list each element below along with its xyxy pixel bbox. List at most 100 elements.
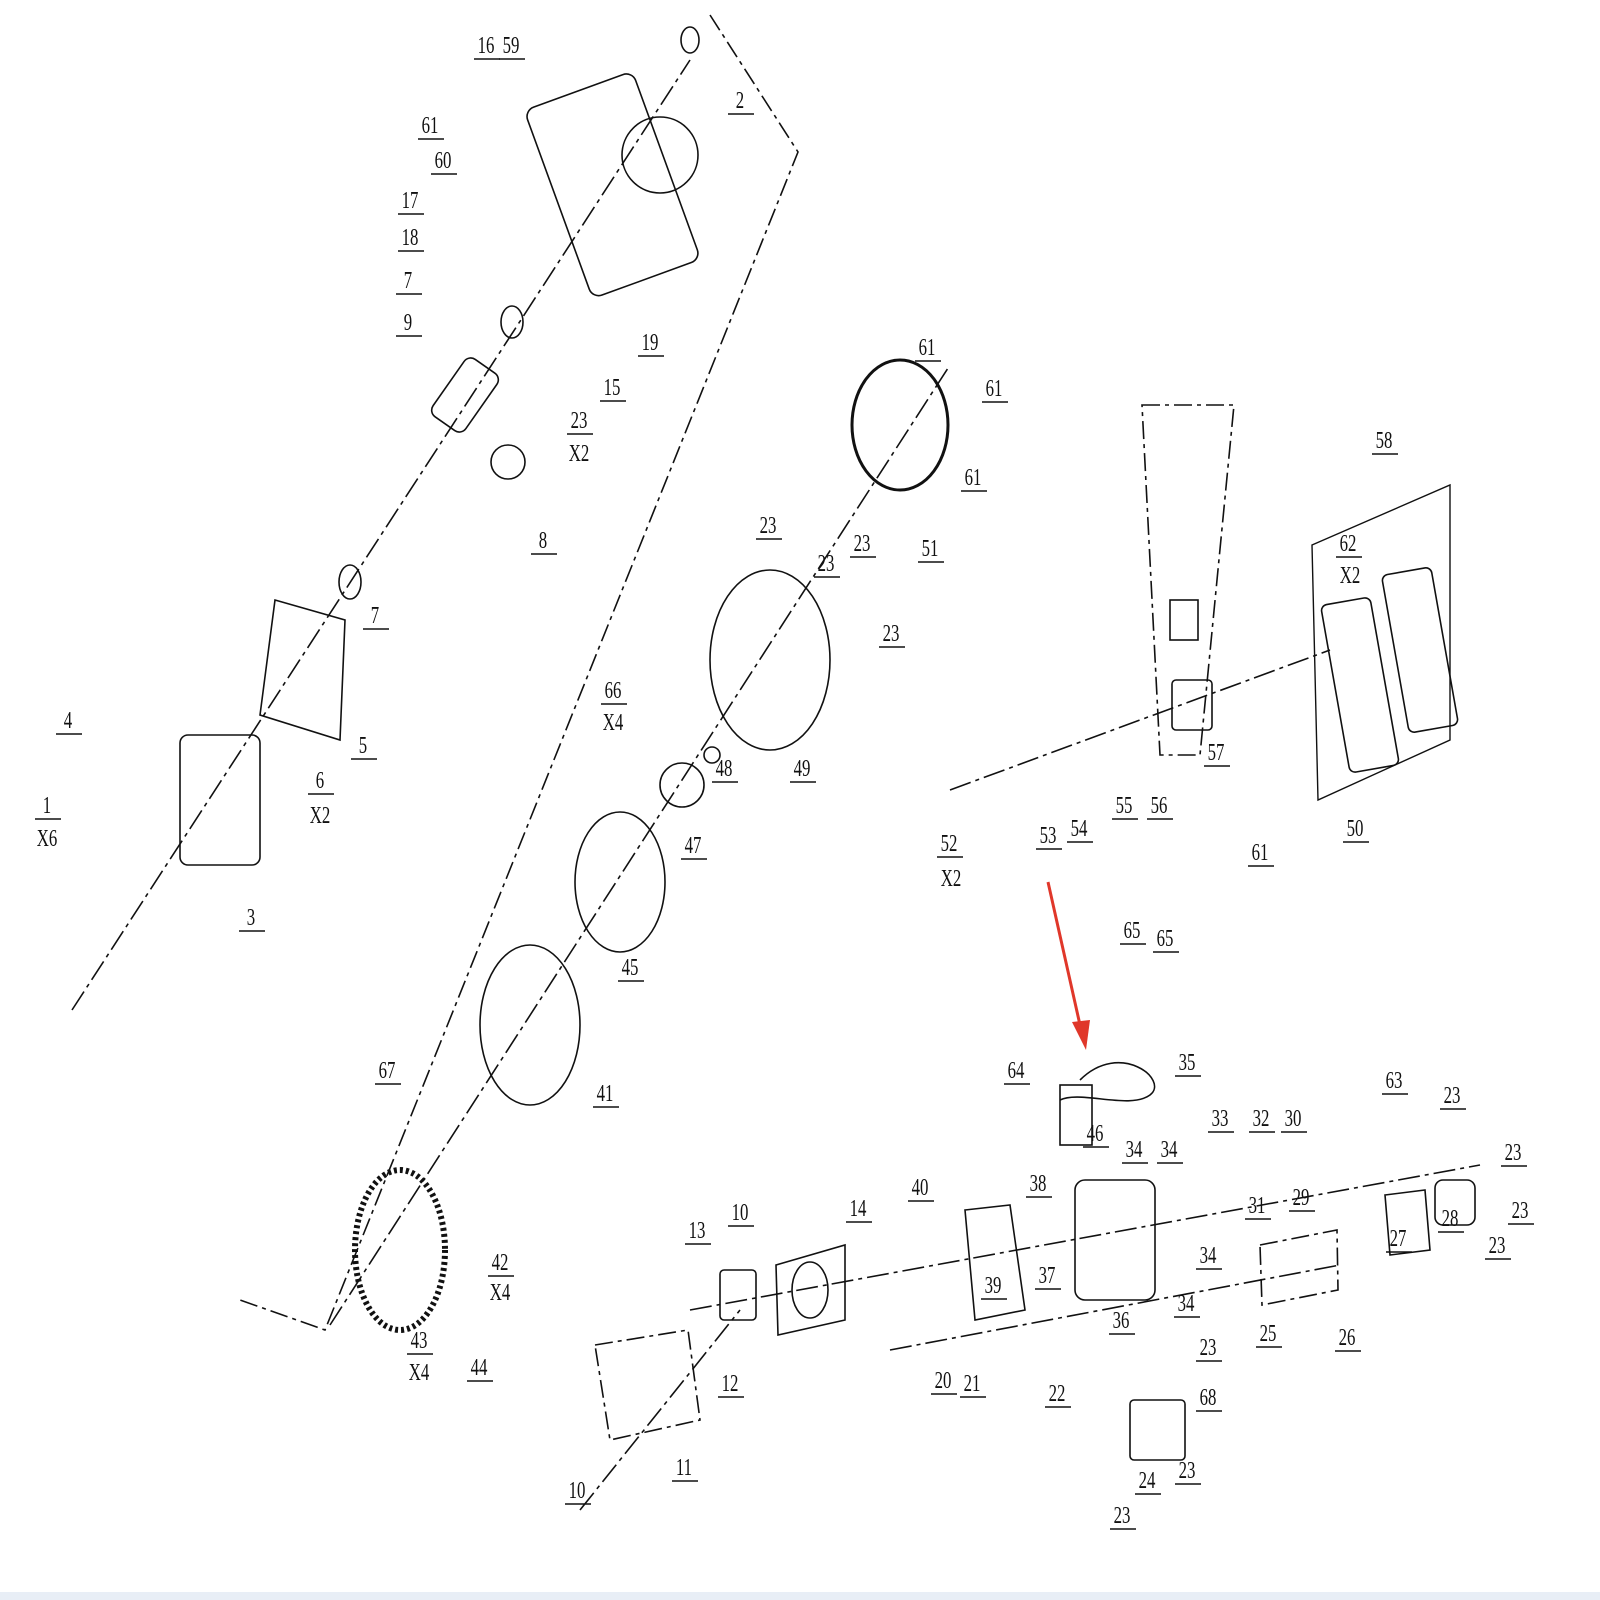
highlight-arrow	[1046, 881, 1090, 1050]
part-number-label: 65	[1124, 918, 1141, 943]
part-number-label: X2	[569, 441, 590, 466]
part-callout: 54	[1067, 816, 1093, 843]
part-number-label: X2	[1340, 563, 1361, 588]
gasket-5	[259, 598, 346, 742]
part-number-label: 44	[471, 1355, 488, 1380]
part-callout: 59	[499, 33, 525, 60]
part-callout: 9	[396, 310, 422, 337]
part-callout: 61	[961, 465, 987, 492]
part-number-label: 40	[912, 1175, 929, 1200]
cylinder-head	[1074, 1179, 1156, 1301]
part-number-label: 34	[1178, 1291, 1195, 1316]
part-number-label: 53	[1040, 823, 1057, 848]
part-number-label: 61	[1252, 840, 1269, 865]
crankshaft	[430, 357, 500, 433]
part-number-label: 11	[676, 1455, 692, 1480]
valve-box	[1259, 1229, 1339, 1306]
part-number-label: 58	[1376, 428, 1393, 453]
piston-ring-box	[775, 1243, 846, 1336]
part-callout: 35	[1175, 1050, 1201, 1077]
part-number-label: 66	[605, 678, 622, 703]
part-callout: 34	[1174, 1291, 1200, 1318]
stator	[352, 1167, 448, 1333]
part-number-label: 15	[604, 375, 621, 400]
engine-group-boundary	[239, 14, 799, 1332]
part-callout: 15	[600, 375, 626, 402]
part-callout: 44	[467, 1355, 493, 1382]
part-callout: 38	[1026, 1171, 1052, 1198]
part-number-label: 47	[685, 833, 702, 858]
fan-shroud	[709, 569, 831, 751]
part-callout: 37	[1035, 1263, 1061, 1290]
piston	[719, 1269, 757, 1321]
part-callout: X4	[603, 710, 624, 735]
part-number-label: 33	[1212, 1106, 1229, 1131]
part-number-label: 45	[622, 955, 639, 980]
part-callout: 62	[1336, 531, 1362, 558]
part-callout: 67	[375, 1058, 401, 1085]
part-callout: 53	[1036, 823, 1062, 850]
muffler-body	[1320, 597, 1400, 773]
part-number-label: 63	[1386, 1068, 1403, 1093]
part-callout: 33	[1208, 1106, 1234, 1133]
part-callout: 55	[1112, 793, 1138, 820]
engine-block	[526, 73, 699, 297]
piston-rings	[791, 1261, 829, 1319]
part-callout: 25	[1256, 1321, 1282, 1348]
part-callout: 61	[418, 113, 444, 140]
part-callout: 20	[931, 1368, 957, 1395]
ignition-coil	[1059, 1084, 1093, 1146]
part-number-label: 2	[736, 88, 744, 113]
part-number-label: 29	[1293, 1185, 1310, 1210]
part-callout: 2	[728, 88, 754, 115]
part-number-label: 7	[371, 603, 379, 628]
part-callout: 6	[308, 768, 334, 795]
part-callout: 61	[982, 376, 1008, 403]
part-number-label: 59	[503, 33, 520, 58]
part-number-label: 36	[1113, 1308, 1130, 1333]
part-callout: 31	[1245, 1193, 1271, 1220]
part-callout: 52	[937, 831, 963, 858]
part-number-label: 67	[379, 1058, 396, 1083]
part-callout: 19	[638, 330, 664, 357]
part-number-label: 61	[986, 376, 1003, 401]
part-callout: X2	[310, 803, 331, 828]
part-number-label: 57	[1208, 740, 1225, 765]
part-number-label: 24	[1139, 1468, 1156, 1493]
part-number-label: 61	[919, 335, 936, 360]
oil-seal-top	[680, 26, 700, 54]
part-callout: 27	[1386, 1226, 1412, 1253]
part-number-label: 23	[1114, 1503, 1131, 1528]
part-callout: 65	[1153, 926, 1179, 953]
part-number-label: 21	[964, 1371, 981, 1396]
part-callout: 16	[474, 33, 500, 60]
part-number-label: 13	[689, 1218, 706, 1243]
part-callout: 23	[1440, 1083, 1466, 1110]
piston-axis	[579, 1309, 741, 1511]
part-callout: 61	[1248, 840, 1274, 867]
part-number-label: 65	[1157, 926, 1174, 951]
valve-cover-gasket	[1384, 1189, 1431, 1256]
part-callout: 36	[1109, 1308, 1135, 1335]
part-callout: 23	[1485, 1233, 1511, 1260]
part-number-label: 23	[854, 531, 871, 556]
part-number-label: 52	[941, 831, 958, 856]
head-gasket	[964, 1204, 1026, 1321]
part-number-label: 23	[1512, 1198, 1529, 1223]
part-number-label: 12	[722, 1371, 739, 1396]
part-number-label: 39	[985, 1273, 1002, 1298]
part-callout: 23	[567, 408, 593, 435]
part-number-label: 41	[597, 1081, 614, 1106]
ignition-coil-lead	[1059, 1061, 1156, 1102]
part-number-label: 23	[1200, 1335, 1217, 1360]
part-callout: X2	[569, 441, 590, 466]
part-callout: 12	[718, 1371, 744, 1398]
part-number-label: 48	[716, 756, 733, 781]
intake-insulator	[1129, 1399, 1186, 1461]
flywheel	[479, 944, 581, 1106]
part-number-label: X6	[37, 826, 58, 851]
part-number-label: 1	[43, 793, 51, 818]
pushrod-axis	[889, 1264, 1341, 1351]
